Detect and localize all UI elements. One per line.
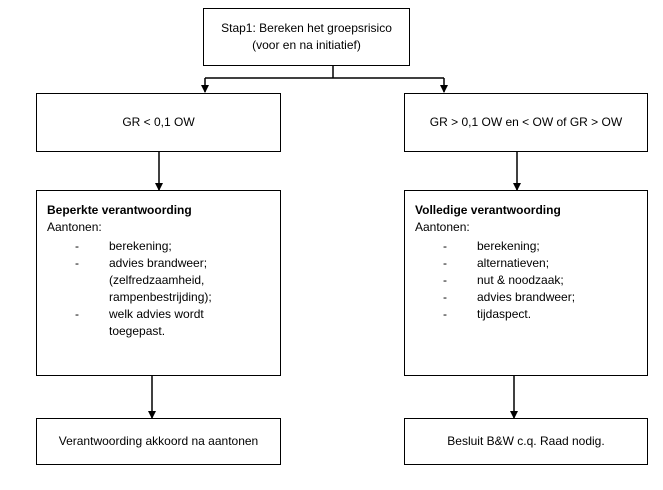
- list-item-text: toegepast.: [109, 324, 166, 338]
- list-item: - berekening;: [47, 238, 272, 255]
- right-condition-box: GR > 0,1 OW en < OW of GR > OW: [404, 93, 648, 152]
- left-detail-box: Beperkte verantwoording Aantonen: - berek…: [36, 190, 281, 376]
- dash-bullet: -: [75, 239, 79, 253]
- list-item-text: alternatieven;: [477, 256, 550, 270]
- list-item: - berekening;: [415, 238, 639, 255]
- left-outcome-box: Verantwoording akkoord na aantonen: [36, 418, 281, 465]
- dash-bullet: -: [75, 307, 79, 321]
- dash-bullet: -: [443, 273, 447, 287]
- list-item: - tijdaspect.: [415, 306, 639, 323]
- left-condition-text: GR < 0,1 OW: [122, 115, 195, 129]
- list-item-text: advies brandweer;: [477, 290, 576, 304]
- left-condition-box: GR < 0,1 OW: [36, 93, 281, 152]
- right-outcome-text: Besluit B&W c.q. Raad nodig.: [447, 434, 605, 448]
- right-detail-list: - berekening; - alternatieven; - nut & noodza…: [415, 238, 639, 323]
- list-item-text: welk advies wordt: [109, 307, 204, 321]
- dash-bullet: -: [443, 307, 447, 321]
- dash-bullet: -: [443, 256, 447, 270]
- list-item: - advies brandweer; (zelfredzaamheid, rampe…: [47, 255, 272, 306]
- list-item-text: nut & noodzaak;: [477, 273, 564, 287]
- list-item: - nut & noodzaak;: [415, 272, 639, 289]
- left-detail-list: - berekening; - advies brandweer; (zelfredza…: [47, 238, 272, 340]
- step-text: Stap1: Bereken het groepsrisico (voor en…: [221, 21, 392, 52]
- step-box: Stap1: Bereken het groepsrisico (voor en…: [203, 8, 410, 66]
- right-condition-text: GR > 0,1 OW en < OW of GR > OW: [429, 115, 623, 129]
- list-item-text: berekening;: [109, 239, 172, 253]
- right-detail-subtitle: Aantonen:: [415, 220, 470, 234]
- dash-bullet: -: [443, 239, 447, 253]
- left-detail-subtitle: Aantonen:: [47, 220, 102, 234]
- dash-bullet: -: [443, 290, 447, 304]
- list-item-text: rampenbestrijding);: [109, 290, 212, 304]
- list-item: - alternatieven;: [415, 255, 639, 272]
- list-item: - welk advies wordt toegepast.: [47, 306, 272, 340]
- left-outcome-text: Verantwoording akkoord na aantonen: [58, 434, 259, 448]
- left-detail-title: Beperkte verantwoording: [47, 203, 192, 217]
- right-outcome-box: Besluit B&W c.q. Raad nodig.: [404, 418, 648, 465]
- list-item-text: (zelfredzaamheid,: [109, 273, 205, 287]
- list-item: - advies brandweer;: [415, 289, 639, 306]
- right-detail-box: Volledige verantwoording Aantonen: - bere…: [404, 190, 648, 376]
- right-detail-title: Volledige verantwoording: [415, 203, 561, 217]
- list-item-text: advies brandweer;: [109, 256, 208, 270]
- list-item-text: tijdaspect.: [477, 307, 532, 321]
- dash-bullet: -: [75, 256, 79, 270]
- list-item-text: berekening;: [477, 239, 540, 253]
